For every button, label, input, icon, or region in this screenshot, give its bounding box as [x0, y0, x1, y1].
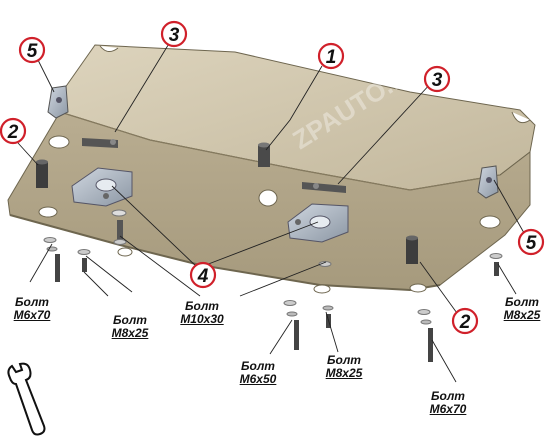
bolt-word: Болт: [113, 313, 147, 327]
leader-lines: [17, 41, 529, 383]
bolt-label-m8x25-left: Болт M8x25: [100, 314, 160, 340]
hardware-center-m10x30: [111, 209, 127, 245]
bolt-size: M8x25: [111, 326, 149, 340]
callout-2-left: 2: [0, 117, 27, 145]
bolt-word: Болт: [15, 295, 49, 309]
bolt-word: Болт: [431, 389, 465, 403]
wrench-icon: [7, 362, 46, 436]
skid-plate: ZPAUTO.RU: [7, 44, 536, 294]
mounting-plate-right: [287, 203, 349, 243]
bolt-label-m8x25-center: Болт M8x25: [314, 354, 374, 380]
callout-1: 1: [317, 42, 345, 70]
side-bracket-left: [47, 85, 69, 119]
callout-5-left: 5: [18, 36, 46, 64]
side-bracket-right: [477, 165, 499, 199]
bolt-label-m6x50: Болт M6x50: [228, 360, 288, 386]
bolt-size: M8x25: [503, 308, 541, 322]
bolt-word: Болт: [241, 359, 275, 373]
hardware-right-m6x70: [417, 309, 433, 362]
svg-text:1: 1: [326, 47, 337, 68]
spacer-tube-right: [406, 235, 418, 264]
bolt-word: Болт: [505, 295, 539, 309]
hardware-center-m6x50: [283, 300, 299, 350]
bolt-size: M6x50: [239, 372, 277, 386]
svg-text:3: 3: [169, 25, 180, 46]
callout-3-right: 3: [423, 65, 451, 93]
svg-text:4: 4: [197, 266, 209, 287]
svg-text:2: 2: [7, 122, 19, 143]
strip-right: [302, 182, 346, 193]
callout-3-left: 3: [160, 20, 188, 48]
callout-4: 4: [189, 261, 217, 289]
hardware-right-m8x25: [489, 253, 503, 276]
bolt-word: Болт: [185, 299, 219, 313]
bolt-size: M10x30: [180, 312, 224, 326]
spacer-tube-center: [258, 142, 270, 167]
strip-left: [82, 138, 118, 148]
svg-text:2: 2: [459, 312, 471, 333]
callout-2-right: 2: [451, 307, 479, 335]
bolt-label-m8x25-right: Болт M8x25: [492, 296, 552, 322]
spacer-tube-left: [36, 159, 48, 188]
bolt-size: M8x25: [325, 366, 363, 380]
mounting-plate-left: [71, 167, 133, 207]
bolt-label-m6x70-left: Болт M6x70: [2, 296, 62, 322]
bolt-label-m6x70-right: Болт M6x70: [418, 390, 478, 416]
hardware-left-m8x25: [77, 249, 91, 272]
svg-text:3: 3: [432, 70, 443, 91]
bolt-label-m10x30: Болт M10x30: [168, 300, 236, 326]
svg-text:5: 5: [526, 233, 537, 254]
bolt-size: M6x70: [429, 402, 467, 416]
callout-5-right: 5: [517, 228, 545, 256]
svg-text:5: 5: [27, 41, 38, 62]
bolt-word: Болт: [327, 353, 361, 367]
bolt-size: M6x70: [13, 308, 51, 322]
